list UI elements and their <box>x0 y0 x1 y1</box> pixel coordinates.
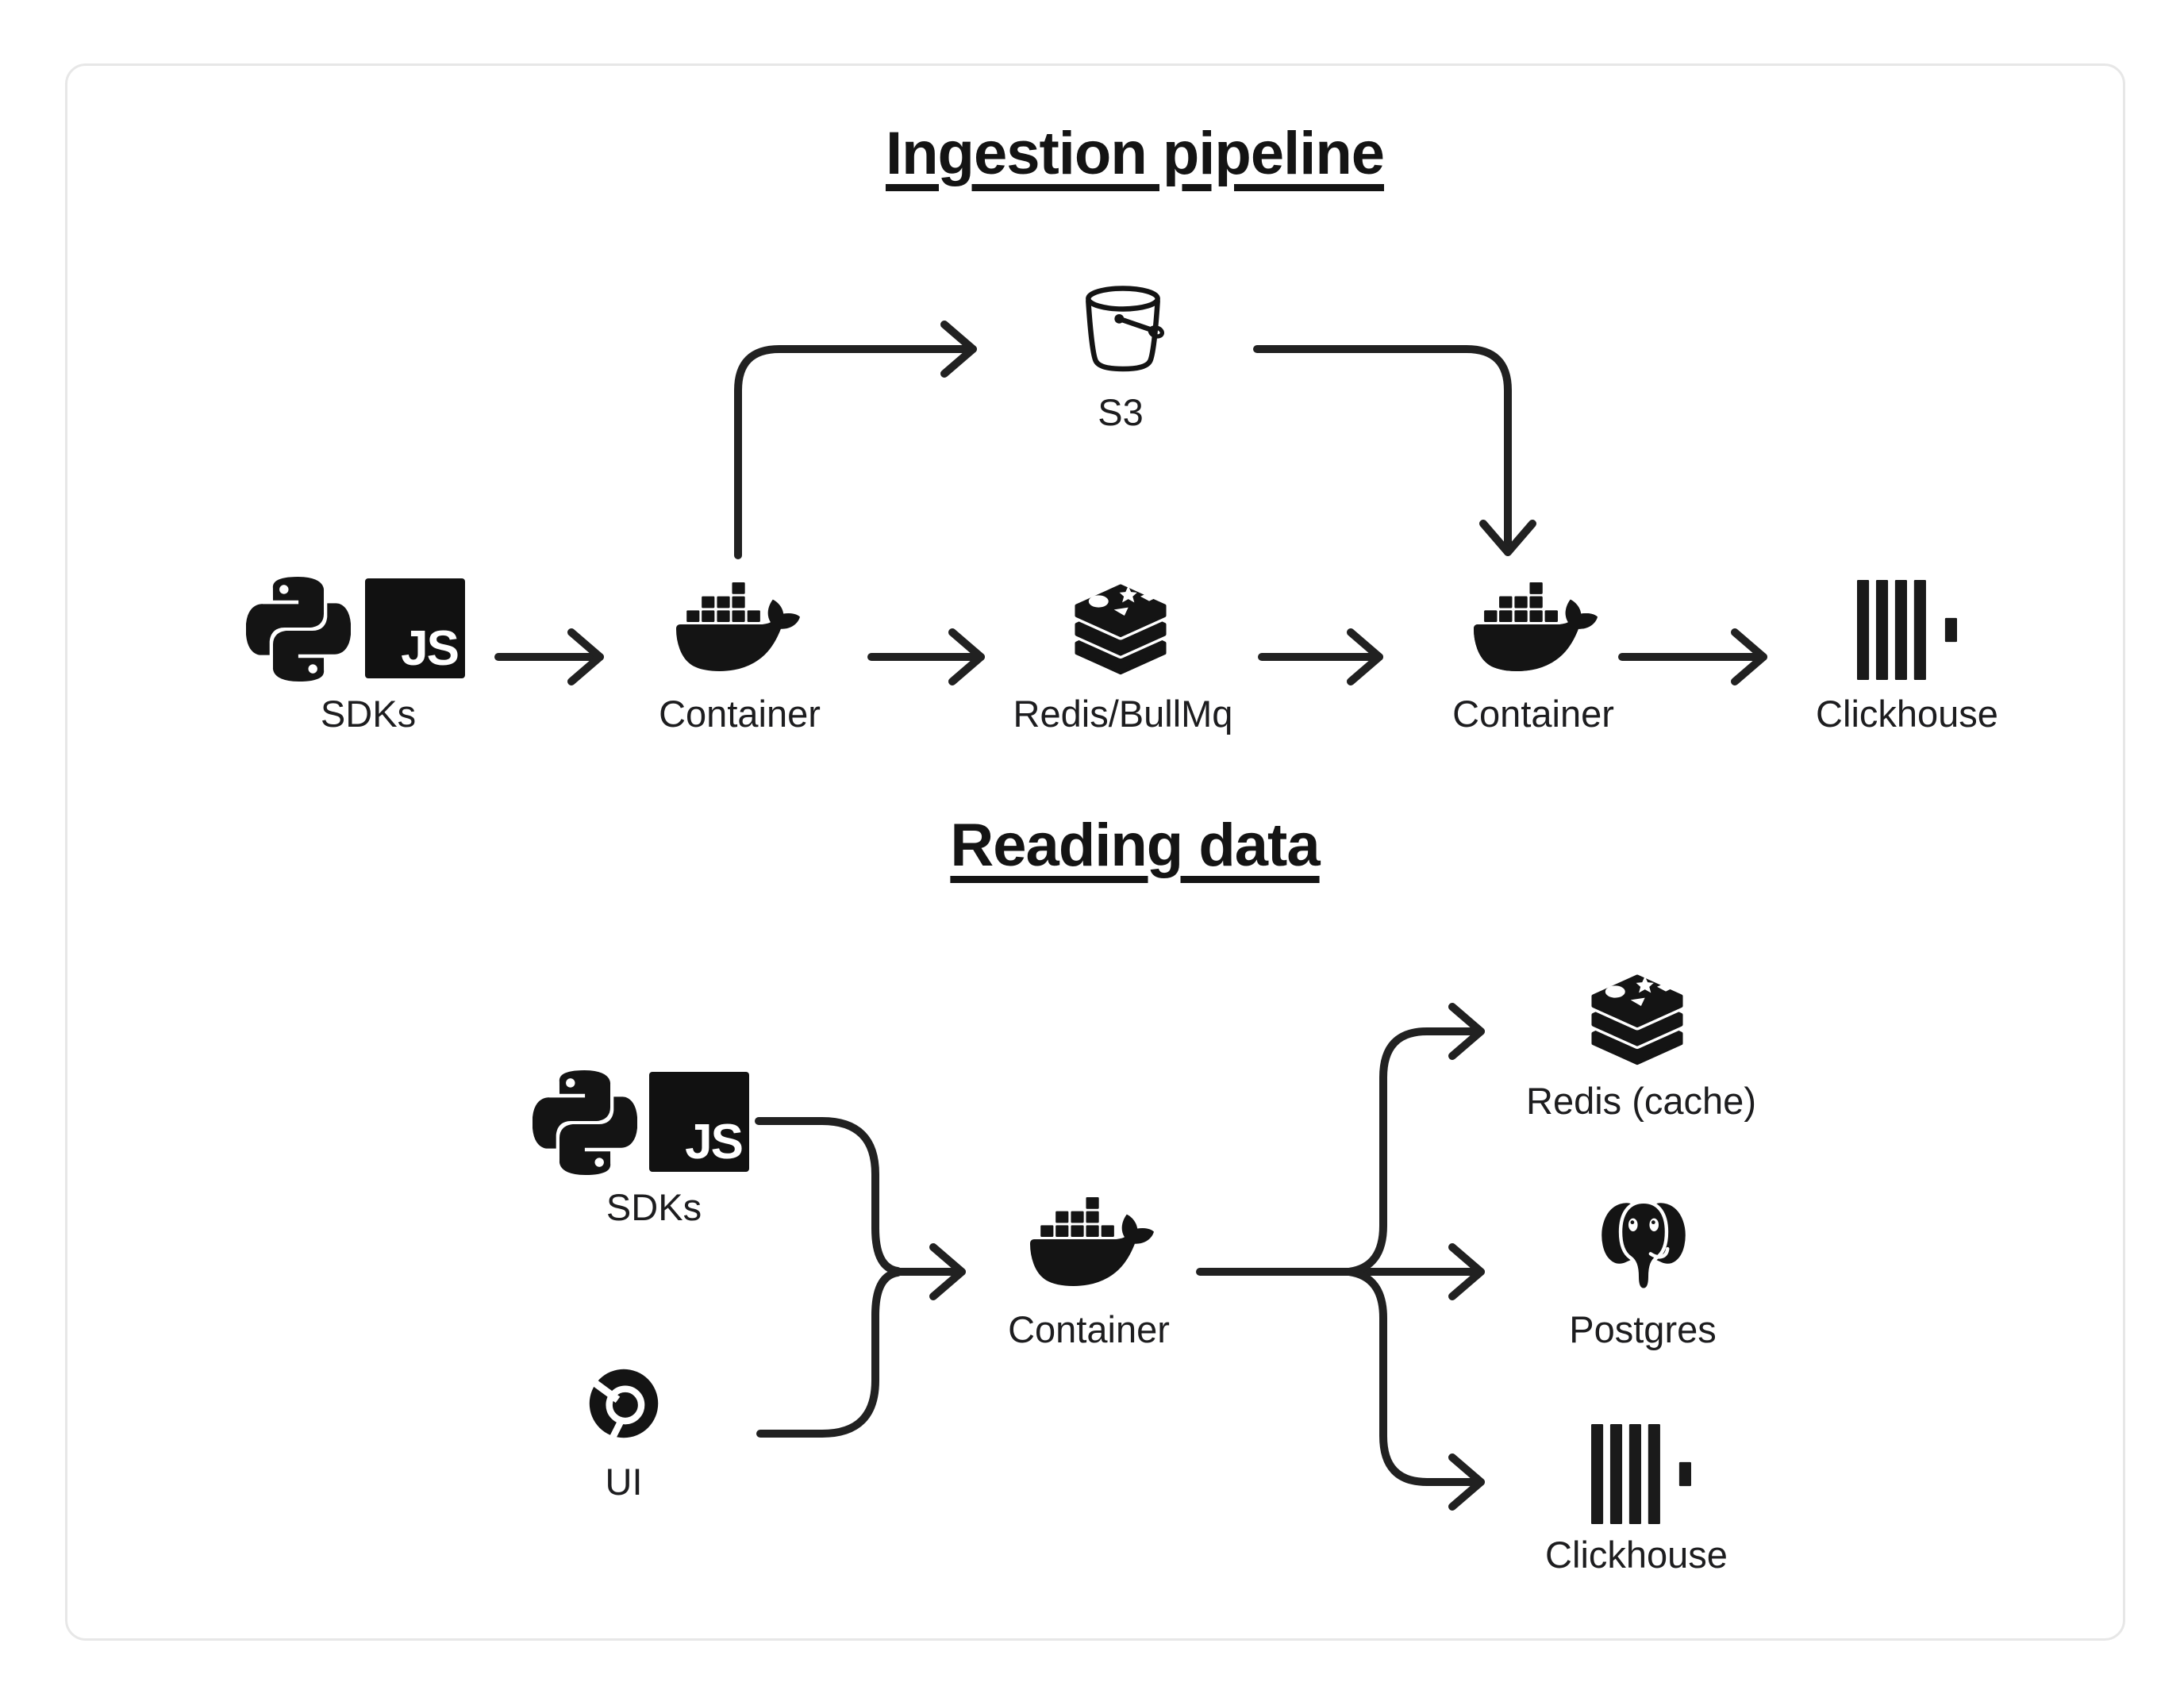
redis-icon <box>1065 582 1176 678</box>
docker-icon <box>1030 1180 1154 1304</box>
python-icon <box>533 1070 637 1175</box>
redis-icon <box>1582 972 1693 1069</box>
node-label-s3: S3 <box>1098 391 1144 433</box>
javascript-icon: JS <box>649 1072 749 1172</box>
javascript-icon-label: JS <box>685 1115 744 1169</box>
node-label-clickhouse: Clickhouse <box>1816 693 1998 735</box>
ingestion-title: Ingestion pipeline <box>885 120 1385 187</box>
javascript-icon-label: JS <box>401 621 459 676</box>
node-label-clickhouse-reading: Clickhouse <box>1545 1534 1728 1576</box>
node-label-sdks: SDKs <box>320 693 417 735</box>
docker-icon <box>676 565 800 689</box>
docker-icon <box>1474 565 1598 689</box>
node-label-container-worker: Container <box>1452 693 1614 735</box>
python-icon <box>246 577 351 682</box>
node-label-sdks-reading: SDKs <box>606 1186 702 1228</box>
node-label-ui: UI <box>605 1461 643 1503</box>
s3-bucket-icon <box>1076 279 1170 381</box>
reading-title: Reading data <box>950 812 1320 879</box>
clickhouse-icon <box>1591 1424 1691 1524</box>
node-label-redis-cache: Redis (cache) <box>1526 1080 1756 1122</box>
node-label-queue: Redis/BullMq <box>1013 693 1233 735</box>
diagram-card <box>65 63 2125 1641</box>
postgres-icon <box>1594 1192 1694 1298</box>
javascript-icon: JS <box>365 578 465 678</box>
node-label-container-ingest: Container <box>659 693 821 735</box>
node-label-postgres: Postgres <box>1569 1308 1717 1350</box>
node-label-container-reading: Container <box>1008 1308 1170 1350</box>
chrome-icon <box>586 1365 661 1442</box>
clickhouse-icon <box>1857 580 1957 680</box>
